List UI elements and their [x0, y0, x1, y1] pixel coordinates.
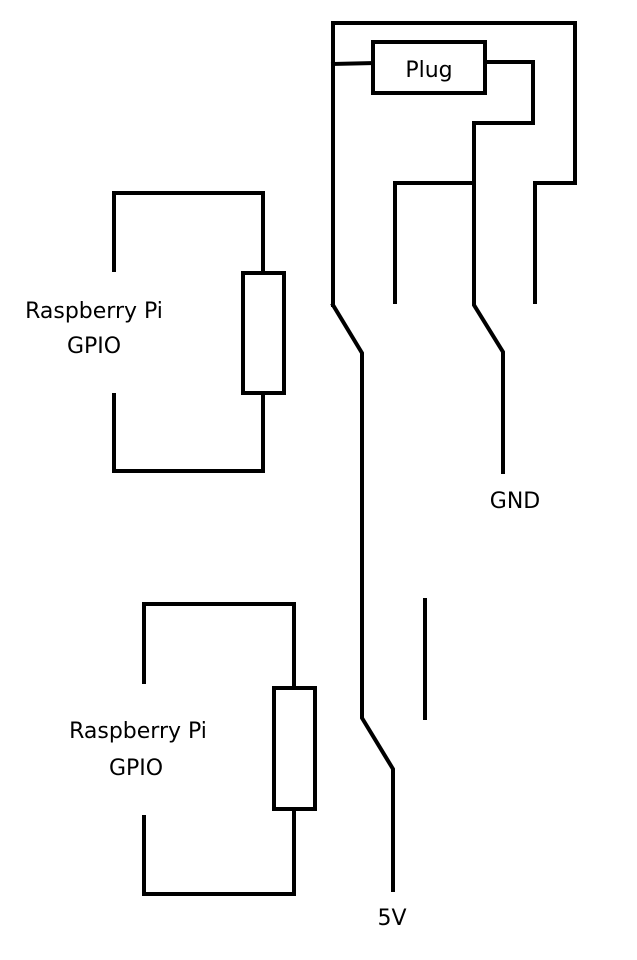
- gpio-bottom-wire-upper: [142, 602, 296, 690]
- gpio-bottom-wire-lower: [142, 808, 296, 896]
- gpio-top-label-line2: GPIO: [67, 334, 121, 359]
- relay1-switch-arm: [472, 300, 505, 474]
- relay2-switch-arm: [330, 302, 395, 892]
- plug-label: Plug: [405, 58, 452, 83]
- gpio-bottom-label-line1: Raspberry Pi: [69, 719, 207, 744]
- gpio-top-wire-upper: [112, 191, 265, 275]
- plug-box: [371, 40, 487, 95]
- gnd-label: GND: [490, 489, 540, 514]
- wire-top-loop: [331, 21, 577, 307]
- wire-plug-right: [472, 60, 535, 304]
- five-volt-label: 5V: [377, 906, 406, 931]
- relay1-coil: [241, 271, 286, 395]
- gpio-bottom-label-line2: GPIO: [109, 756, 163, 781]
- wire-relay1-contact-left: [393, 181, 476, 304]
- relay2-coil: [272, 686, 317, 811]
- wire-plug-left: [330, 60, 376, 67]
- gpio-top-wire-lower: [112, 393, 265, 473]
- gpio-top-label-line1: Raspberry Pi: [25, 299, 163, 324]
